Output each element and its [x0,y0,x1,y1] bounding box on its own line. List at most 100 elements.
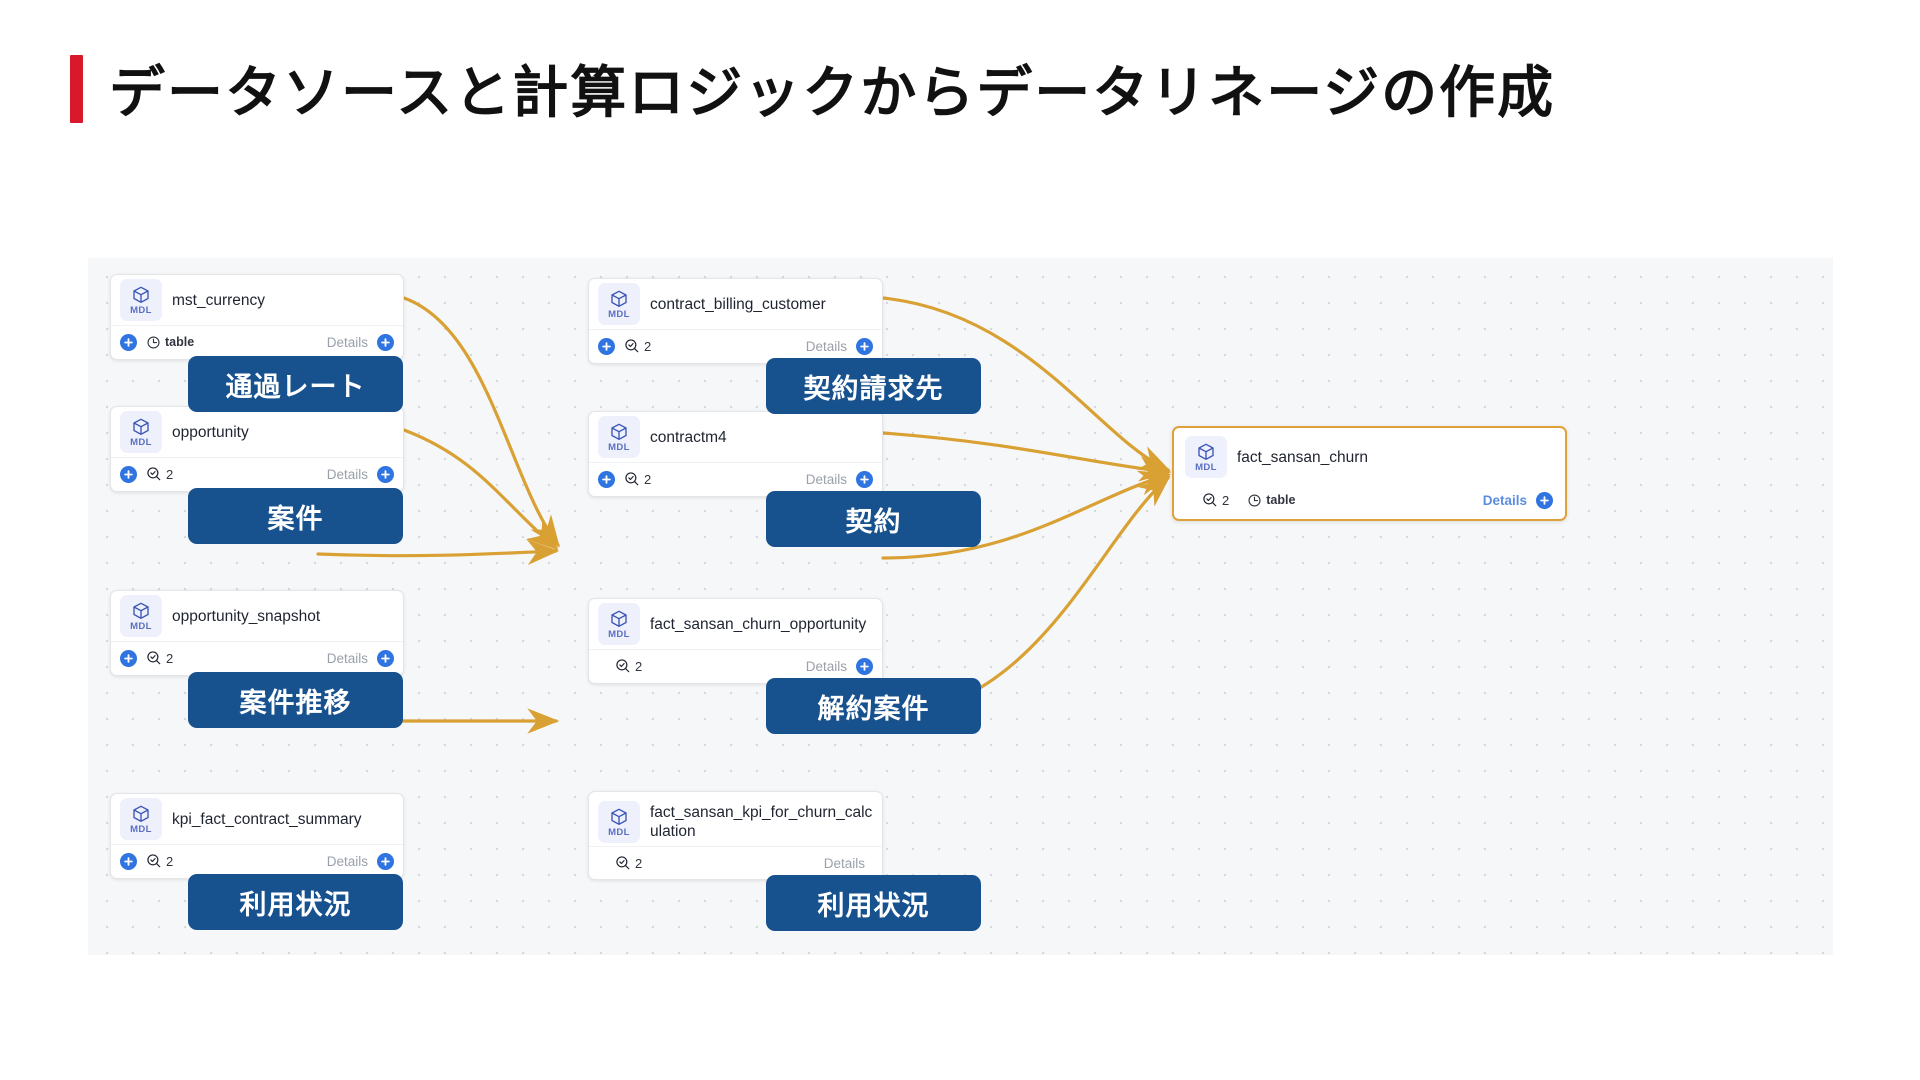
mdl-label: MDL [130,621,152,633]
node-title: fact_sansan_kpi_for_churn_calculation [650,804,873,840]
details-link[interactable]: Details [805,471,847,487]
expand-downstream-plus-icon[interactable] [377,852,394,870]
quality-check-metric: 2 [146,853,173,869]
node-footer: 2 table Details [1174,482,1565,519]
node-footer: 2 Details [111,456,403,491]
node-title: fact_sansan_churn_opportunity [650,615,867,633]
details-link[interactable]: Details [326,466,368,482]
expand-upstream-plus-icon[interactable] [598,337,615,355]
mdl-label: MDL [608,309,630,321]
expand-upstream-plus-icon[interactable] [120,465,137,483]
node-fact-sansan-churn-opportunity[interactable]: MDL fact_sansan_churn_opportunity 2 Deta… [588,598,883,684]
badge-opportunity-snapshot: 案件推移 [188,672,403,728]
mdl-label: MDL [608,827,630,838]
details-link[interactable]: Details [326,334,368,350]
node-header: MDL fact_sansan_churn_opportunity [589,599,882,649]
mdl-cube-icon: MDL [120,279,162,322]
badge-fact-sansan-kpi-for-churn-calculation: 利用状況 [766,875,981,931]
node-fact-sansan-churn[interactable]: MDL fact_sansan_churn 2 table Details [1172,426,1567,521]
quality-check-count: 2 [1222,492,1230,508]
node-header: MDL mst_currency [111,275,403,325]
node-title: opportunity [172,423,249,441]
expand-downstream-plus-icon[interactable] [1536,491,1553,509]
mdl-cube-icon: MDL [120,595,162,638]
badge-contract-billing-customer: 契約請求先 [766,358,981,414]
node-contractm4[interactable]: MDL contractm4 2 Details [588,411,883,497]
details-link[interactable]: Details [805,658,847,674]
quality-check-count: 2 [166,466,174,482]
node-footer: 2 Details [589,648,882,683]
badge-opportunity: 案件 [188,488,403,544]
node-header: MDL opportunity [111,407,403,457]
node-opportunity[interactable]: MDL opportunity 2 Details [110,406,404,492]
mdl-cube-icon: MDL [120,798,162,841]
expand-upstream-plus-icon[interactable] [120,649,137,667]
node-opportunity-snapshot[interactable]: MDL opportunity_snapshot 2 Details [110,590,404,676]
mdl-label: MDL [608,442,630,454]
expand-upstream-plus-icon[interactable] [598,470,615,488]
details-link[interactable]: Details [326,853,368,869]
mdl-cube-icon: MDL [598,603,640,646]
expand-downstream-plus-icon[interactable] [377,465,394,483]
quality-check-count: 2 [644,338,652,354]
node-header: MDL contractm4 [589,412,882,462]
node-footer: 2 Details [589,846,882,879]
node-contract-billing-customer[interactable]: MDL contract_billing_customer 2 Details [588,278,883,364]
mdl-label: MDL [608,629,630,641]
node-header: MDL opportunity_snapshot [111,591,403,641]
node-title: opportunity_snapshot [172,607,321,625]
node-footer: table Details [111,324,403,359]
node-mst-currency[interactable]: MDL mst_currency table Details [110,274,404,360]
node-header: MDL fact_sansan_kpi_for_churn_calculatio… [589,792,882,846]
expand-upstream-plus-icon[interactable] [120,852,137,870]
quality-check-metric: 2 [615,658,642,674]
node-title: contractm4 [650,428,727,446]
mdl-cube-icon: MDL [120,411,162,454]
expand-upstream-plus-icon[interactable] [120,333,137,351]
expand-downstream-plus-icon[interactable] [377,333,394,351]
node-title: kpi_fact_contract_summary [172,810,362,828]
node-title: fact_sansan_churn [1237,448,1368,466]
quality-check-metric: 2 [146,650,173,666]
mdl-cube-icon: MDL [598,283,640,326]
node-header: MDL kpi_fact_contract_summary [111,794,403,844]
quality-check-metric: 2 [146,466,173,482]
quality-check-count: 2 [166,853,174,869]
expand-downstream-plus-icon[interactable] [856,470,873,488]
expand-downstream-plus-icon[interactable] [377,649,394,667]
node-header: MDL contract_billing_customer [589,279,882,329]
node-type-label: table [165,335,195,350]
expand-downstream-plus-icon[interactable] [856,657,873,675]
quality-check-metric: 2 [624,471,651,487]
mdl-label: MDL [130,824,152,836]
expand-downstream-plus-icon[interactable] [856,337,873,355]
details-link[interactable]: Details [326,650,368,666]
node-footer: 2 Details [589,328,882,363]
lineage-canvas[interactable]: MDL mst_currency table Details 通過レート [88,258,1833,955]
node-type-metric: table [1247,493,1295,508]
details-link[interactable]: Details [823,855,865,871]
node-title: contract_billing_customer [650,295,826,313]
node-footer: 2 Details [589,461,882,496]
badge-fact-sansan-churn-opportunity: 解約案件 [766,678,981,734]
page-title-text: データソースと計算ロジックからデータリネージの作成 [109,61,1556,126]
mdl-label: MDL [130,437,152,449]
details-link[interactable]: Details [1482,492,1527,508]
quality-check-count: 2 [644,471,652,487]
quality-check-count: 2 [635,658,643,674]
mdl-cube-icon: MDL [1185,436,1227,479]
quality-check-count: 2 [166,650,174,666]
node-title: mst_currency [172,291,266,309]
node-footer: 2 Details [111,843,403,878]
node-type-metric: table [146,335,194,350]
badge-mst-currency: 通過レート [188,356,403,412]
node-header: MDL fact_sansan_churn [1174,428,1565,482]
mdl-label: MDL [130,305,152,317]
node-kpi-fact-contract-summary[interactable]: MDL kpi_fact_contract_summary 2 Details [110,793,404,879]
quality-check-metric: 2 [615,855,642,871]
quality-check-metric: 2 [1202,492,1229,508]
page-title: データソースと計算ロジックからデータリネージの作成 [70,48,1555,129]
details-link[interactable]: Details [805,338,847,354]
node-fact-sansan-kpi-for-churn-calculation[interactable]: MDL fact_sansan_kpi_for_churn_calculatio… [588,791,883,880]
quality-check-count: 2 [635,855,643,871]
